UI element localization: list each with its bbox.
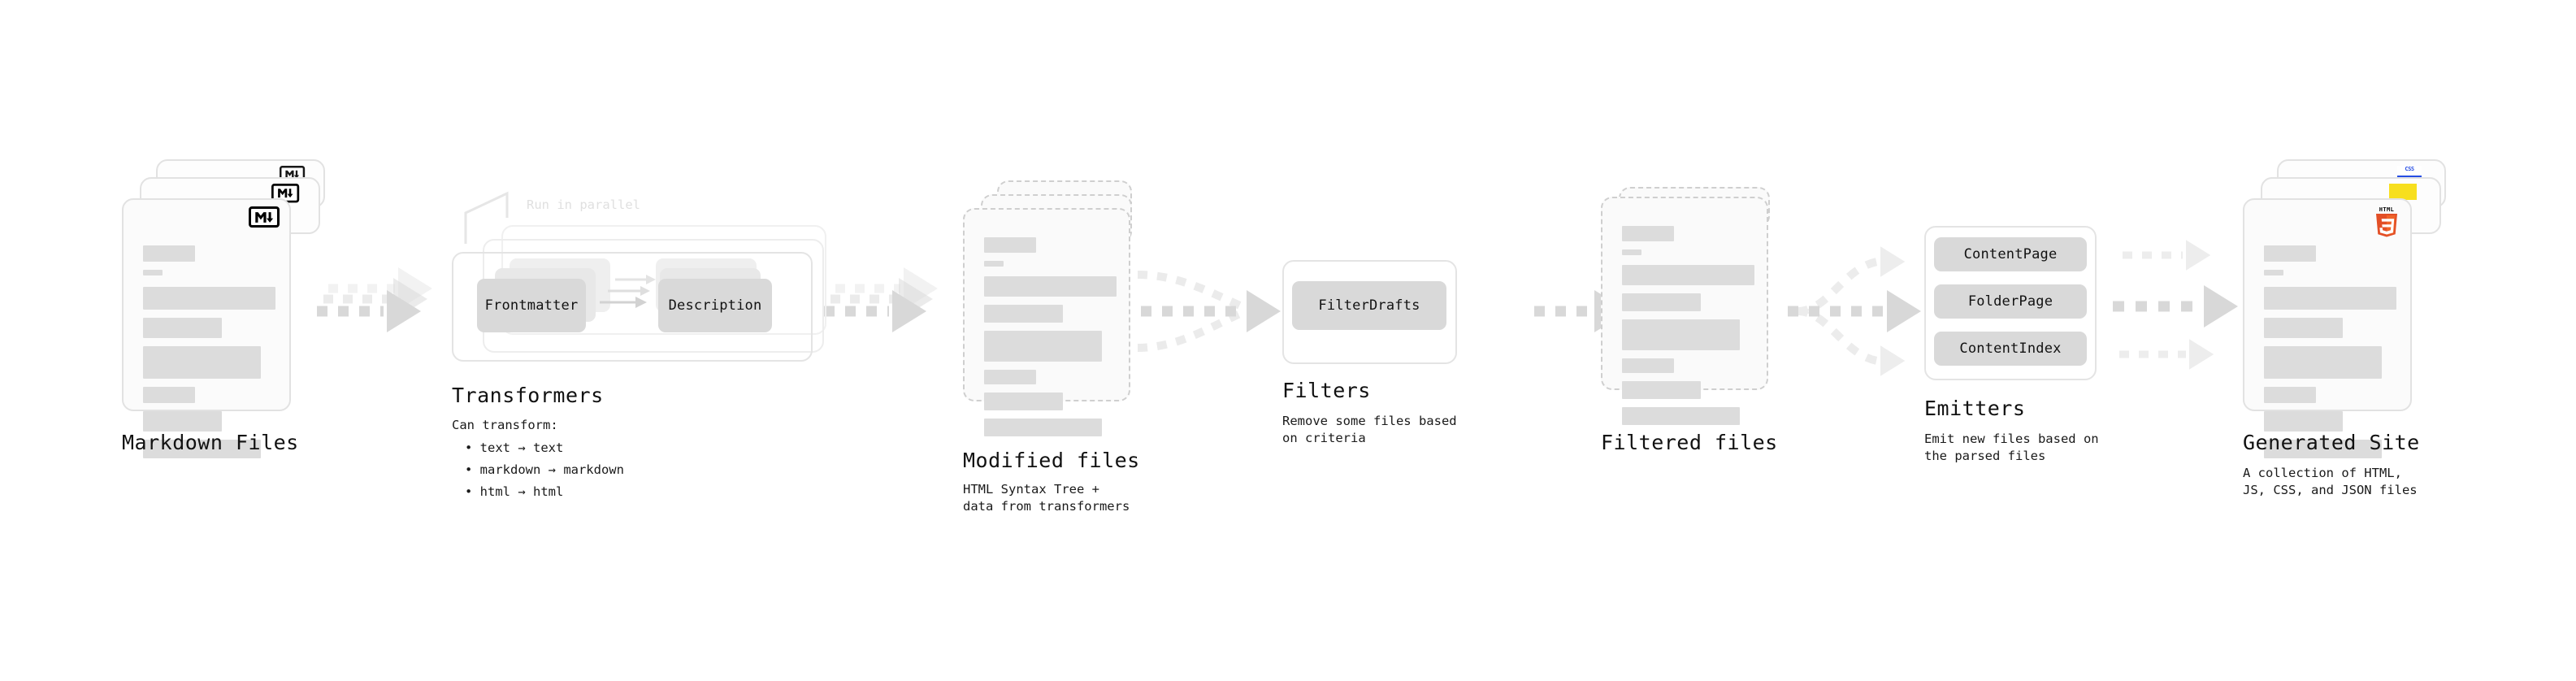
arrow-emitters-to-site [2113, 240, 2238, 370]
transformer-chip-frontmatter[interactable]: Frontmatter [477, 279, 586, 332]
run-in-parallel-label: Run in parallel [527, 197, 640, 212]
content-line [143, 245, 195, 262]
filtered-files-stack [1601, 187, 1788, 431]
transformers-bullet-1: • text → text [465, 440, 564, 455]
content-line [1622, 407, 1740, 425]
arrow-transformers-to-modified [824, 267, 938, 332]
markdown-icon [249, 206, 280, 228]
content-line [984, 331, 1102, 362]
html5-icon: HTML [2373, 205, 2400, 237]
content-line [984, 237, 1036, 253]
content-line [2264, 387, 2316, 403]
arrow-filtered-to-emitters [1788, 246, 1921, 376]
js-icon [2389, 184, 2417, 200]
content-line [1622, 381, 1701, 399]
content-line [143, 287, 275, 310]
svg-text:HTML: HTML [2379, 206, 2394, 213]
content-line [143, 346, 261, 379]
emitter-chip-contentindex[interactable]: ContentIndex [1934, 332, 2087, 366]
content-line [143, 440, 261, 458]
filters-group-box [1282, 260, 1457, 364]
arrow-modified-to-filters [1137, 271, 1281, 352]
emitters-group-box [1924, 226, 2097, 380]
transformers-bullet-2: • markdown → markdown [465, 462, 624, 477]
stage-title-markdown-files: Markdown Files [122, 431, 299, 454]
content-line [143, 411, 222, 432]
content-line [2264, 346, 2382, 379]
content-line [143, 318, 222, 338]
content-line [1622, 249, 1641, 255]
modified-files-subtitle: HTML Syntax Tree + data from transformer… [963, 482, 1130, 514]
transformers-subtitle: Can transform: [452, 418, 558, 432]
markdown-icon-back-1 [271, 184, 300, 203]
content-line [984, 419, 1102, 436]
transformers-bullet-3: • html → html [465, 484, 564, 499]
transformer-chip-description[interactable]: Description [658, 279, 772, 332]
markdown-card-content-lines [143, 245, 275, 466]
content-line [984, 370, 1036, 384]
filter-chip-filterdrafts[interactable]: FilterDrafts [1292, 281, 1446, 330]
content-line [1622, 319, 1740, 350]
stage-title-generated-site: Generated Site [2243, 431, 2420, 454]
stage-title-modified-files: Modified files [963, 449, 1140, 472]
content-line [2264, 318, 2343, 338]
filters-subtitle: Remove some files based on criteria [1282, 414, 1457, 445]
modified-card-content-lines [984, 237, 1117, 445]
filtered-card-content-lines [1622, 226, 1754, 433]
content-line [984, 393, 1063, 410]
content-line [2264, 245, 2316, 262]
content-line [1622, 265, 1754, 285]
stage-title-filtered-files: Filtered files [1601, 431, 1778, 454]
content-line [984, 276, 1117, 297]
content-line [2264, 270, 2283, 275]
stage-title-transformers: Transformers [452, 384, 604, 407]
stage-title-filters: Filters [1282, 379, 1371, 402]
modified-files-stack [963, 180, 1150, 436]
content-line [1622, 293, 1701, 311]
markdown-files-stack [122, 159, 333, 458]
content-line [1622, 358, 1674, 373]
transformers-group-box [452, 252, 813, 362]
stage-title-emitters: Emitters [1924, 397, 2026, 420]
generated-site-subtitle: A collection of HTML, JS, CSS, and JSON … [2243, 466, 2418, 497]
emitters-subtitle: Emit new files based on the parsed files [1924, 432, 2099, 463]
content-line [984, 261, 1004, 267]
site-card-content-lines [2264, 245, 2396, 466]
content-line [984, 305, 1063, 323]
content-line [143, 270, 163, 275]
generated-site-stack: CSS HTML [2243, 159, 2446, 458]
content-line [143, 387, 195, 403]
arrow-md-to-transformers [317, 267, 432, 332]
content-line [2264, 287, 2396, 310]
content-line [1622, 226, 1674, 241]
content-line [2264, 411, 2343, 432]
emitter-chip-folderpage[interactable]: FolderPage [1934, 284, 2087, 319]
emitter-chip-contentpage[interactable]: ContentPage [1934, 237, 2087, 271]
content-line [2264, 440, 2382, 458]
